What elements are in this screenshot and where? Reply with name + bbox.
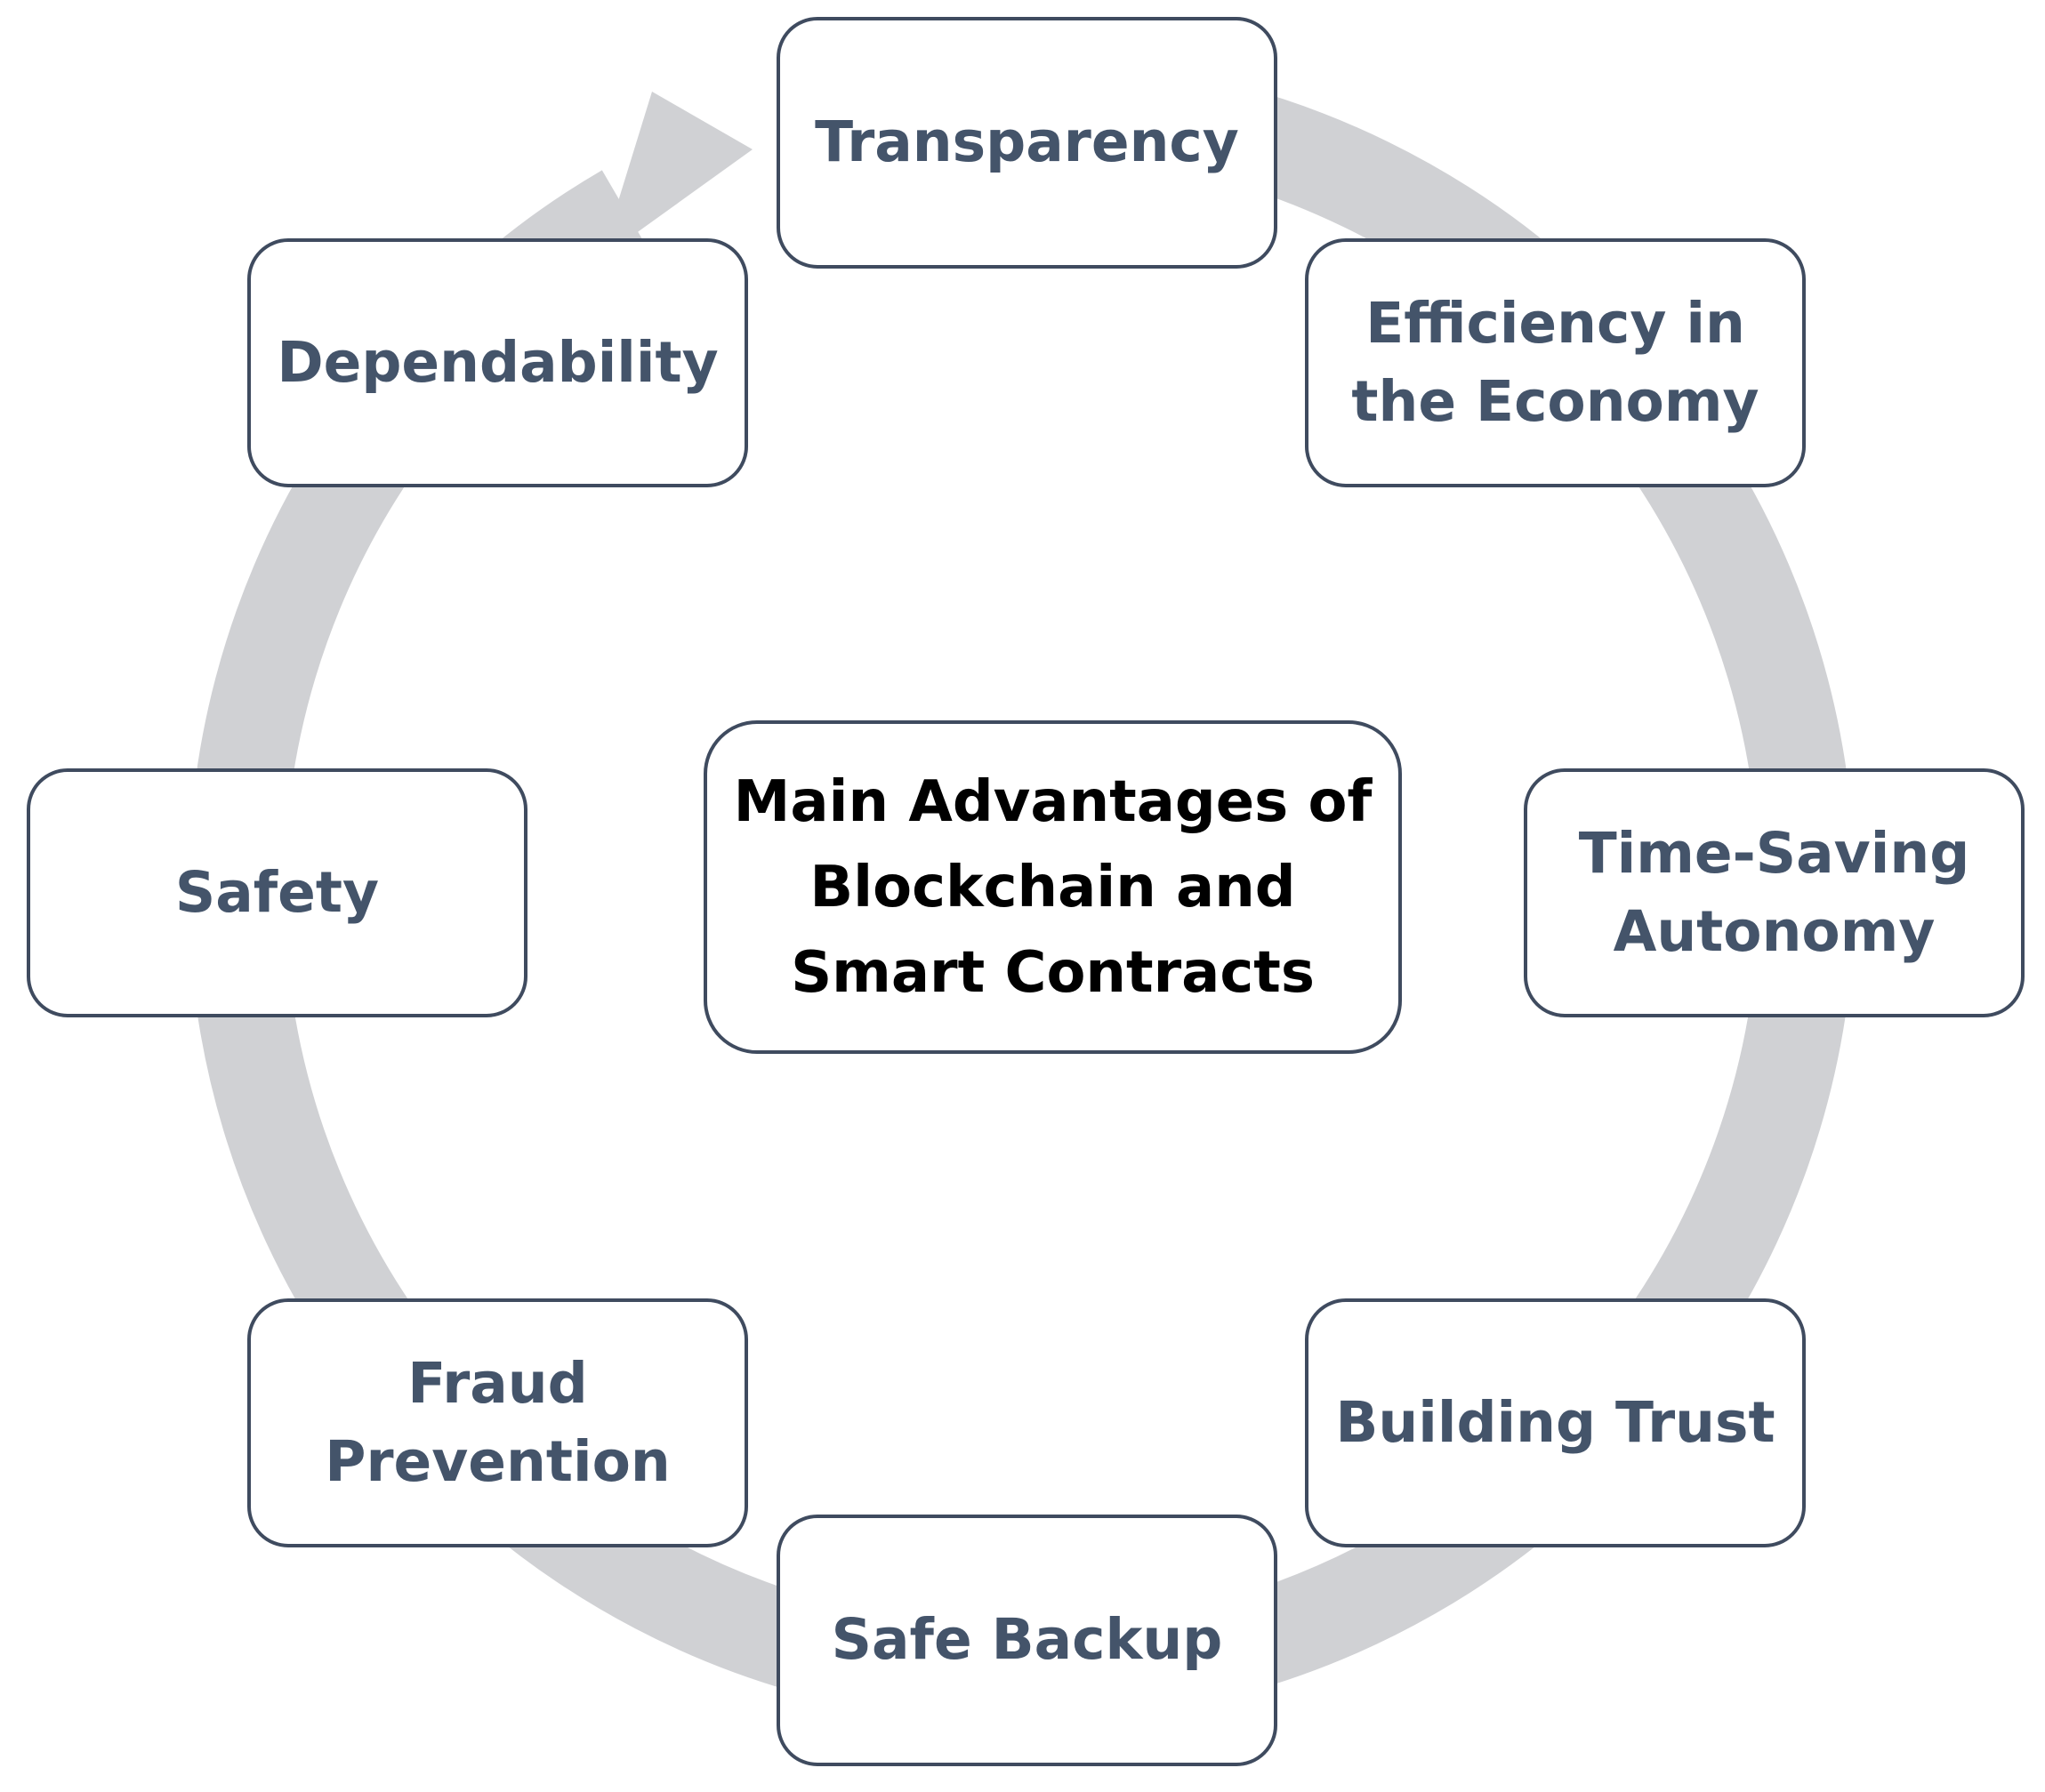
node-building-trust: Building Trust — [1305, 1298, 1806, 1547]
cycle-arrow-head — [600, 92, 753, 259]
node-time-saving-autonomy: Time-Saving Autonomy — [1524, 768, 2025, 1017]
center-title-box: Main Advantages of Blockchain and Smart … — [704, 720, 1402, 1054]
node-label: Time-Saving Autonomy — [1578, 820, 1970, 964]
node-dependability: Dependability — [247, 238, 748, 487]
node-fraud-prevention: Fraud Prevention — [247, 1298, 748, 1547]
node-label: Dependability — [277, 329, 719, 395]
node-efficiency-in-the-economy: Efficiency in the Economy — [1305, 238, 1806, 487]
node-label: Fraud Prevention — [325, 1350, 671, 1494]
node-label: Building Trust — [1335, 1389, 1775, 1455]
node-safe-backup: Safe Backup — [777, 1515, 1277, 1766]
node-safety: Safety — [27, 768, 527, 1017]
node-label: Transparency — [815, 109, 1239, 175]
node-label: Safety — [174, 859, 380, 925]
node-label: Safe Backup — [831, 1607, 1223, 1673]
node-transparency: Transparency — [777, 17, 1277, 269]
center-title: Main Advantages of Blockchain and Smart … — [733, 768, 1373, 1006]
node-label: Efficiency in the Economy — [1351, 290, 1759, 434]
